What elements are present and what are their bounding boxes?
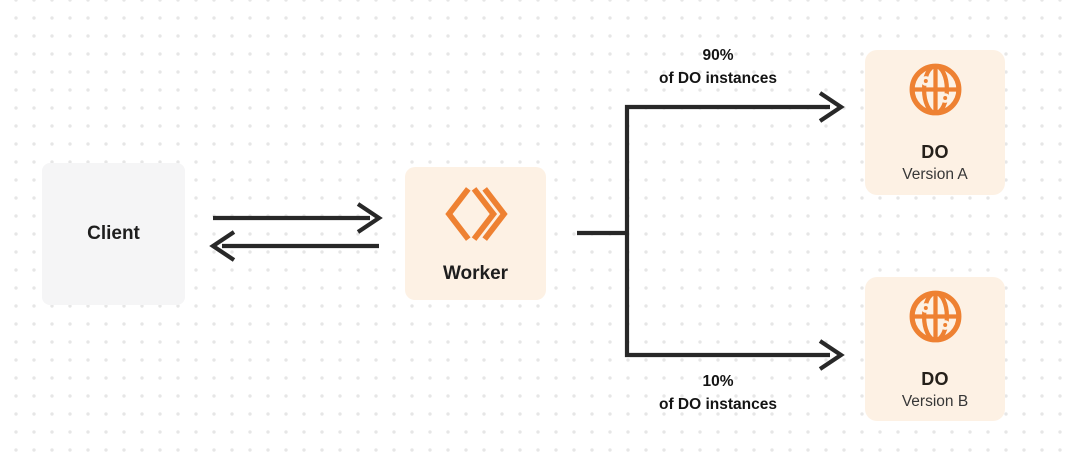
do-version-b-node: DO Version B xyxy=(865,277,1005,421)
arrowhead-right-icon xyxy=(356,202,383,234)
split-detail-90: of DO instances xyxy=(659,70,777,87)
do-version-a-node: DO Version A xyxy=(865,50,1005,195)
worker-split-connector xyxy=(577,91,845,371)
split-bracket-line xyxy=(624,104,830,358)
do-a-title: DO xyxy=(921,142,949,162)
worker-label: Worker xyxy=(442,263,509,284)
split-label-10: 10% of DO instances xyxy=(620,370,816,416)
cloudflare-workers-icon xyxy=(444,187,508,241)
do-b-title: DO xyxy=(921,369,949,389)
arrowhead-left-icon xyxy=(209,230,236,262)
split-percent-10: 10% xyxy=(702,373,734,390)
durable-object-globe-icon xyxy=(909,290,961,343)
arrowhead-to-version-a-icon xyxy=(818,91,845,123)
worker-to-client-arrow xyxy=(209,230,379,262)
worker-node: Worker xyxy=(405,167,546,300)
client-to-worker-arrow xyxy=(213,202,383,234)
arrowhead-to-version-b-icon xyxy=(818,339,845,371)
client-label: Client xyxy=(87,223,140,244)
do-a-subtitle: Version A xyxy=(902,166,968,183)
durable-object-globe-icon xyxy=(909,63,961,116)
do-b-subtitle: Version B xyxy=(901,393,969,410)
split-detail-10: of DO instances xyxy=(659,396,777,413)
client-node: Client xyxy=(42,163,185,305)
split-percent-90: 90% xyxy=(702,47,734,64)
split-label-90: 90% of DO instances xyxy=(620,44,816,90)
